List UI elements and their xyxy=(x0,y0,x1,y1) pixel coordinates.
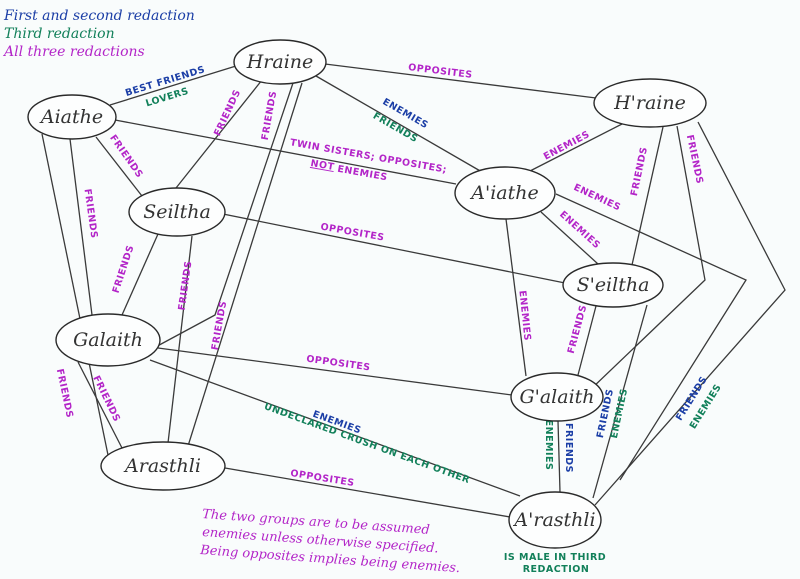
edge-label: FRIENDS xyxy=(629,146,650,197)
edge-h-raine-g-alaith xyxy=(589,125,706,391)
node-label: H'raine xyxy=(613,92,686,114)
node-s-eiltha: S'eiltha xyxy=(562,262,664,308)
edge-a-iathe-right xyxy=(555,193,747,481)
node-seiltha: Seiltha xyxy=(128,187,226,237)
edges xyxy=(41,63,786,518)
edge-label: ENEMIES xyxy=(542,129,592,163)
node-label: Arasthli xyxy=(123,455,201,477)
node-label: S'eiltha xyxy=(577,274,650,296)
node-label: Hraine xyxy=(246,51,314,73)
footnote: The two groups are to be assumed enemies… xyxy=(199,507,461,576)
legend: First and second redaction Third redacti… xyxy=(2,8,195,60)
edge-hraine-galaith xyxy=(149,82,294,351)
legend-first-second: First and second redaction xyxy=(3,8,195,24)
edge-h-raine-s-eiltha xyxy=(631,126,664,266)
node-a-rasthli: A'rasthli xyxy=(508,491,602,549)
edge-h-raine-a-rasthli xyxy=(594,121,786,506)
node-galaith: Galaith xyxy=(55,313,161,367)
edge-label: FRIENDS xyxy=(684,134,705,185)
edge-seiltha-galaith xyxy=(121,233,159,316)
edge-aiathe-arasthli xyxy=(41,133,109,456)
node-h-raine: H'raine xyxy=(593,78,707,128)
edge-hraine-arasthli xyxy=(187,82,303,447)
edge-label: FRIENDS xyxy=(54,368,75,419)
edge-galaith-a-rasthli xyxy=(149,359,521,497)
edge-arasthli-a-rasthli xyxy=(224,467,511,518)
edge-label: FRIENDS xyxy=(563,423,574,473)
edge-hraine-seiltha xyxy=(175,79,263,189)
edge-label: ENEMIES xyxy=(516,290,532,342)
edge-s-eiltha-g-alaith xyxy=(577,305,597,376)
edge-s-eiltha-a-rasthli xyxy=(592,304,648,499)
edge-galaith-g-alaith xyxy=(157,347,513,396)
node-aiathe: Aiathe xyxy=(27,94,117,140)
node-label: A'rasthli xyxy=(512,509,595,531)
node-label: Seiltha xyxy=(143,201,211,223)
edge-a-iathe-g-alaith xyxy=(505,218,527,377)
edge-aiathe-seiltha xyxy=(95,136,143,197)
edge-aiathe-galaith xyxy=(69,138,93,316)
node-hraine: Hraine xyxy=(233,39,327,85)
node-label: A'iathe xyxy=(469,182,538,204)
node-arasthli: Arasthli xyxy=(100,441,226,491)
edge-label: NOT xyxy=(310,158,336,173)
node-label: Galaith xyxy=(73,329,143,351)
edge-label: ENEMIES xyxy=(543,420,554,471)
edge-hraine-h-raine xyxy=(324,63,597,99)
a-rasthli-note: IS MALE IN THIRD xyxy=(504,552,606,563)
legend-third: Third redaction xyxy=(4,26,115,42)
edge-label: OPPOSITES xyxy=(306,354,372,374)
edge-hraine-a-iathe xyxy=(315,75,483,173)
edge-aiathe-a-iathe xyxy=(114,119,457,185)
edge-g-alaith-a-rasthli xyxy=(557,420,561,493)
edge-label: OPPOSITES xyxy=(290,468,356,489)
edge-aiathe-hraine xyxy=(109,65,237,106)
edge-label: FRIENDS xyxy=(107,133,145,180)
edge-label: FRIENDS xyxy=(111,244,137,295)
edge-label: FRIENDS xyxy=(82,188,100,239)
edge-a-iathe-s-eiltha xyxy=(540,211,599,265)
edge-label: FRIENDS xyxy=(177,260,195,311)
edge-h-raine-a-iathe xyxy=(529,123,623,172)
edge-seiltha-s-eiltha xyxy=(222,213,566,284)
legend-all-three: All three redactions xyxy=(2,44,145,60)
a-rasthli-note: REDACTION xyxy=(523,564,590,575)
node-label: G'alaith xyxy=(519,386,594,408)
edge-label: FRIENDS xyxy=(212,88,243,138)
edge-label: ENEMIES xyxy=(572,182,623,213)
edge-seiltha-arasthli xyxy=(167,235,193,444)
edge-galaith-arasthli xyxy=(77,361,123,449)
node-g-alaith: G'alaith xyxy=(510,372,604,422)
edge-label: ENEMIES xyxy=(557,209,602,251)
node-label: Aiathe xyxy=(39,106,103,128)
node-a-iathe: A'iathe xyxy=(454,166,556,220)
